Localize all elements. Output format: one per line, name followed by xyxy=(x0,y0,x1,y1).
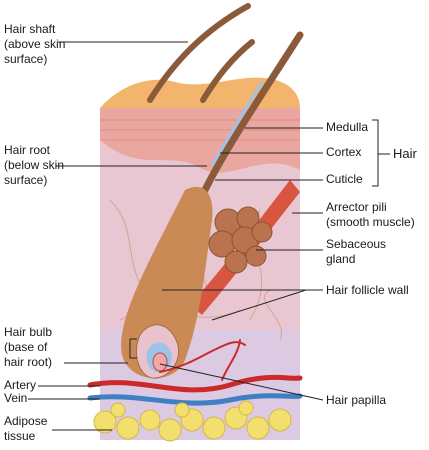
label-hair-papilla: Hair papilla xyxy=(326,393,387,407)
medulla-highlight xyxy=(210,81,264,166)
hair-shaft-left xyxy=(147,3,251,103)
sebaceous-gland xyxy=(208,206,273,274)
hair-shafts xyxy=(147,3,304,194)
label-hair-bulb: Hair bulb (base of hair root) xyxy=(4,325,53,369)
label-cortex: Cortex xyxy=(326,145,362,159)
adipose-cells xyxy=(93,400,292,442)
artery-vessel xyxy=(87,374,303,393)
label-artery: Artery xyxy=(4,378,37,392)
label-hair-root: Hair root (below skin surface) xyxy=(4,143,65,187)
label-hair-follicle-wall: Hair follicle wall xyxy=(326,283,409,297)
label-sebaceous-gland: Sebaceous gland xyxy=(326,237,387,266)
vein-vessel xyxy=(87,393,303,406)
label-vein: Vein xyxy=(4,391,28,405)
label-hair: Hair xyxy=(393,146,417,161)
hair-papilla xyxy=(152,352,168,372)
hair-shaft-main xyxy=(201,31,304,194)
label-medulla: Medulla xyxy=(326,120,369,134)
label-arrector-pili: Arrector pili (smooth muscle) xyxy=(326,200,415,229)
label-adipose-tissue: Adipose tissue xyxy=(4,414,48,443)
leader-lines xyxy=(28,41,390,431)
label-cuticle: Cuticle xyxy=(326,172,363,186)
hair-shaft-middle xyxy=(200,39,255,103)
label-hair-shaft: Hair shaft (above skin surface) xyxy=(4,22,66,66)
epidermis-stripes xyxy=(100,119,300,141)
capillary-2 xyxy=(221,339,241,381)
